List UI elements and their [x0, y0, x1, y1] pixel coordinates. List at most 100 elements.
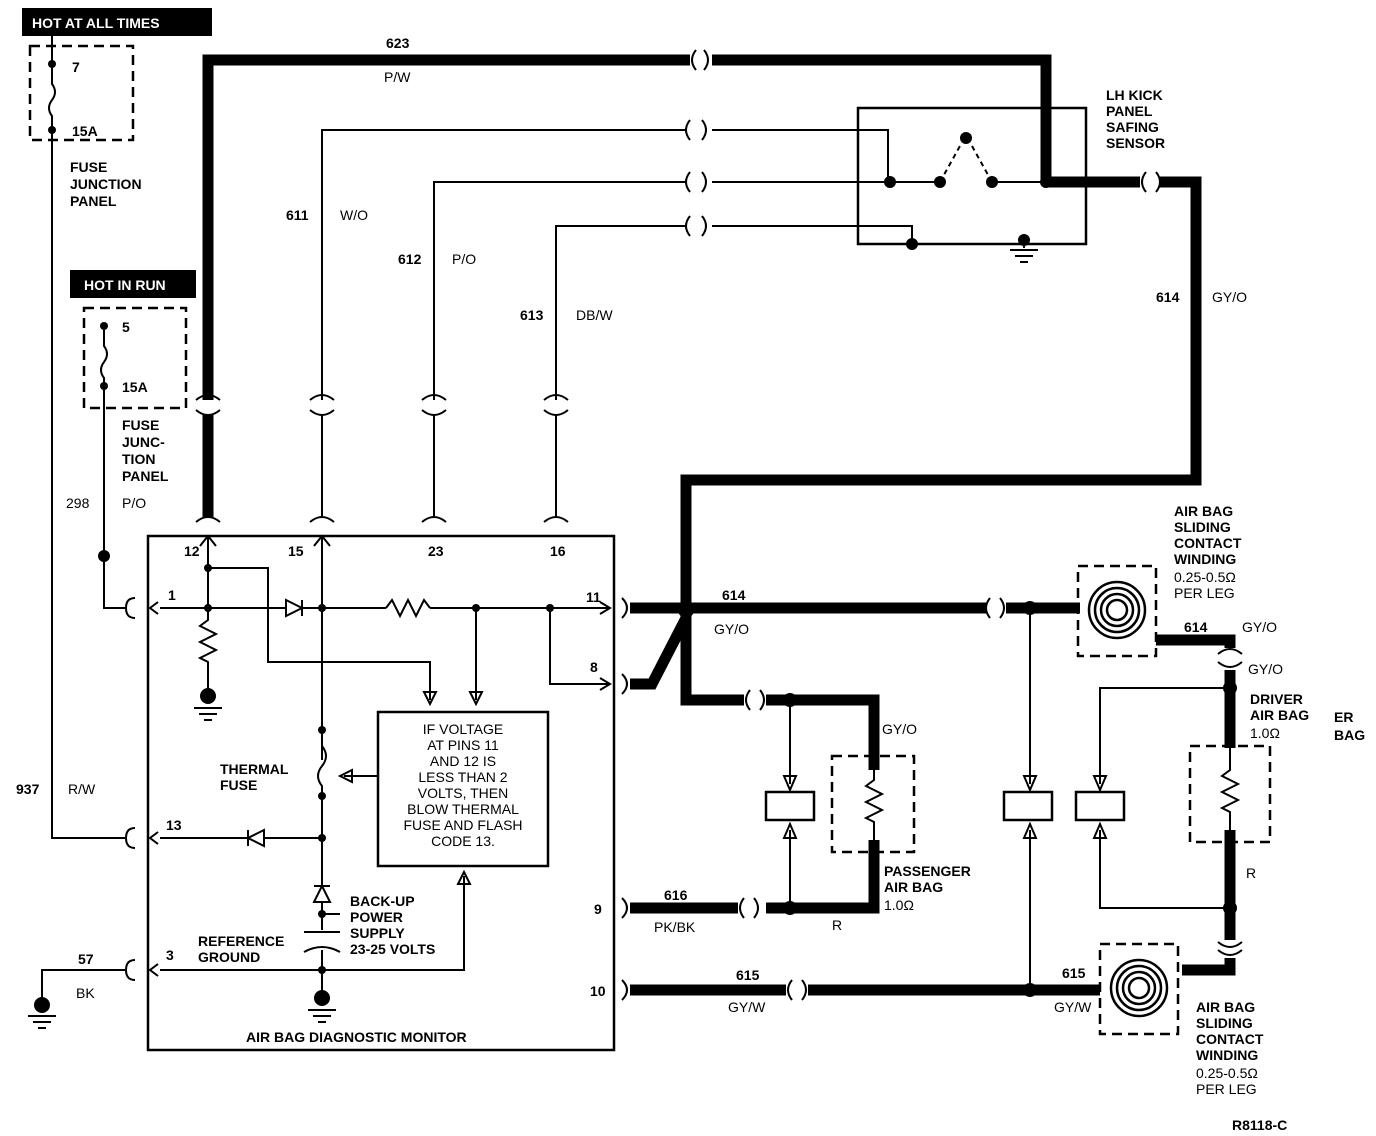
center-sensor-block: [1002, 790, 1054, 822]
wire-613-num: 613: [520, 307, 544, 323]
figure-code: R8118-C: [1232, 1117, 1287, 1133]
sliding-top-line-2: SLIDING: [1174, 519, 1231, 535]
wire-616-num: 616: [664, 887, 688, 903]
sliding-bottom-line-1: AIR BAG: [1196, 999, 1255, 1015]
logic-line-2: AT PINS 11: [427, 737, 499, 753]
wire-611-num: 611: [286, 207, 309, 223]
pin-23: 23: [428, 543, 444, 559]
fuse-panel-line-2: JUNCTION: [70, 176, 142, 192]
wire-298-color: P/O: [122, 495, 146, 511]
wire-613: [555, 225, 686, 400]
sliding-top-line-4: WINDING: [1174, 551, 1236, 567]
wire-614-mid-num: 614: [722, 587, 746, 603]
sliding-contact-winding-bottom: AIR BAG SLIDING CONTACT WINDING 0.25-0.5…: [1098, 942, 1264, 1097]
wire-615-right-color: GY/W: [1054, 999, 1092, 1015]
run-fuse-panel-line-2: JUNC-: [122, 434, 165, 450]
passenger-sensor-block: [764, 790, 816, 822]
backup-line-4: 23-25 VOLTS: [350, 941, 435, 957]
ref-ground-line-1: REFERENCE: [198, 933, 284, 949]
run-fuse-rating-15a: 15A: [122, 379, 148, 395]
logic-line-8: CODE 13.: [431, 833, 495, 849]
passenger-resistance: 1.0Ω: [884, 897, 914, 913]
passenger-line-1: PASSENGER: [884, 863, 971, 879]
monitor-title: AIR BAG DIAGNOSTIC MONITOR: [246, 1029, 467, 1045]
wire-613-color: DB/W: [576, 307, 613, 323]
wire-615-right-num: 615: [1062, 965, 1086, 981]
pin-11: 11: [586, 589, 601, 605]
wire-615-left-num: 615: [736, 967, 760, 983]
wire-623: [202, 54, 690, 400]
wire-611: [321, 129, 686, 400]
passenger-air-bag: PASSENGER AIR BAG 1.0Ω: [830, 754, 971, 913]
wire-615-left-color: GY/W: [728, 999, 766, 1015]
fuse-rating-15a: 15A: [72, 123, 98, 139]
sliding-contact-winding-top: AIR BAG SLIDING CONTACT WINDING 0.25-0.5…: [1076, 503, 1242, 658]
safing-line-4: SENSOR: [1106, 135, 1165, 151]
sliding-bottom-spec-2: PER LEG: [1196, 1081, 1257, 1097]
sliding-bottom-line-2: SLIDING: [1196, 1015, 1253, 1031]
fuse-panel-line-1: FUSE: [70, 159, 107, 175]
logic-line-7: FUSE AND FLASH: [403, 817, 522, 833]
run-fuse-panel-line-1: FUSE: [122, 417, 159, 433]
wire-937: [51, 130, 125, 839]
sliding-bottom-spec-1: 0.25-0.5Ω: [1196, 1065, 1258, 1081]
driver-resistance: 1.0Ω: [1250, 725, 1280, 741]
pin-8: 8: [590, 659, 598, 675]
wire-614-right-num: 614: [1156, 289, 1180, 305]
wire-612-color: P/O: [452, 251, 476, 267]
backup-line-2: POWER: [350, 909, 403, 925]
sliding-bottom-line-4: WINDING: [1196, 1047, 1258, 1063]
sliding-top-spec-1: 0.25-0.5Ω: [1174, 569, 1236, 585]
hot-at-all-times-label: HOT AT ALL TIMES: [32, 15, 160, 31]
hot-in-run-fuse: HOT IN RUN 5 15A FUSE JUNC- TION PANEL: [70, 270, 196, 484]
sliding-top-line-3: CONTACT: [1174, 535, 1242, 551]
thermal-fuse-line-2: FUSE: [220, 777, 257, 793]
logic-line-5: VOLTS, THEN: [418, 785, 509, 801]
wire-611-color: W/O: [340, 207, 368, 223]
fuse-panel-line-3: PANEL: [70, 193, 117, 209]
wire-614-coil-num: 614: [1184, 619, 1208, 635]
wire-57-num: 57: [78, 951, 94, 967]
wire-614-mid-color: GY/O: [714, 621, 749, 637]
pin-12: 12: [184, 543, 200, 559]
wire-623-color: P/W: [384, 69, 411, 85]
logic-box: [376, 710, 550, 868]
pin-3: 3: [166, 947, 174, 963]
wire-pass-top-color: GY/O: [882, 721, 917, 737]
pin-1: 1: [168, 587, 176, 603]
safing-line-2: PANEL: [1106, 103, 1153, 119]
run-fuse-panel-line-4: PANEL: [122, 468, 169, 484]
sliding-bottom-line-3: CONTACT: [1196, 1031, 1264, 1047]
ref-ground-line-2: GROUND: [198, 949, 260, 965]
backup-line-1: BACK-UP: [350, 893, 415, 909]
top-connectors: [195, 394, 569, 523]
wire-614-right-color: GY/O: [1212, 289, 1247, 305]
backup-line-3: SUPPLY: [350, 925, 405, 941]
wire-614-coil-color: GY/O: [1242, 619, 1277, 635]
logic-line-1: IF VOLTAGE: [423, 721, 503, 737]
lh-kick-panel-safing-sensor: LH KICK PANEL SAFING SENSOR: [856, 87, 1165, 263]
wire-298-num: 298: [66, 495, 90, 511]
wire-57: [41, 969, 125, 1000]
pin-10: 10: [590, 983, 606, 999]
sliding-top-spec-2: PER LEG: [1174, 585, 1235, 601]
driver-air-bag: DRIVER AIR BAG 1.0Ω: [1188, 691, 1309, 844]
wire-937-num: 937: [16, 781, 40, 797]
pin-13: 13: [166, 817, 182, 833]
wire-612-num: 612: [398, 251, 422, 267]
wire-driver-r-color: R: [1246, 865, 1256, 881]
wire-pass-r-color: R: [832, 917, 842, 933]
run-fuse-pin-5: 5: [122, 319, 130, 335]
wire-616-color: PK/BK: [654, 919, 696, 935]
hot-at-all-times-fuse: HOT AT ALL TIMES 7 15A FUSE JUNCTION PAN…: [22, 8, 212, 209]
driver-line-1: DRIVER: [1250, 691, 1303, 707]
wire-298: [103, 386, 125, 609]
cutoff-text-1: ER: [1334, 709, 1353, 725]
logic-line-6: BLOW THERMAL: [407, 801, 519, 817]
logic-line-4: LESS THAN 2: [418, 769, 507, 785]
wire-623-num: 623: [386, 35, 410, 51]
safing-line-3: SAFING: [1106, 119, 1159, 135]
hot-in-run-label: HOT IN RUN: [84, 277, 166, 293]
driver-sensor-block: [1074, 790, 1126, 822]
